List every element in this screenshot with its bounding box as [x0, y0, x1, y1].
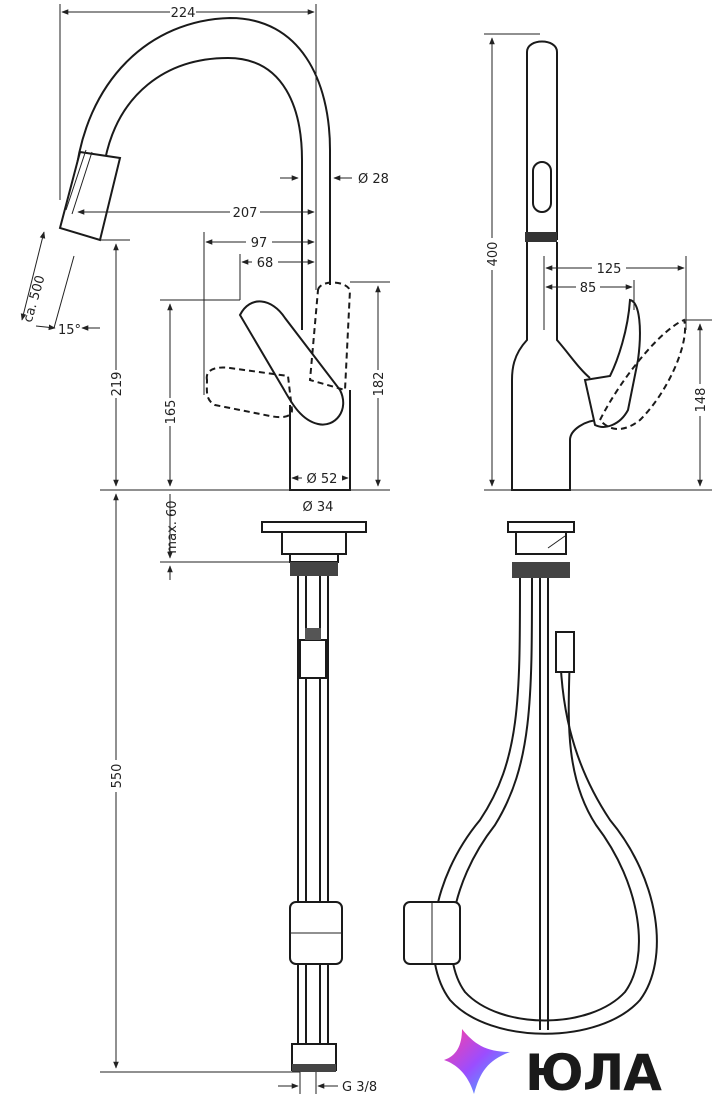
right-view-faucet	[403, 40, 687, 1035]
left-view-faucet	[58, 16, 367, 1072]
dim-diameter-52: Ø 52	[307, 472, 338, 487]
dim-165: 165	[164, 400, 179, 425]
dimension-labels: 224 Ø 28 207 97 68 ca. 500 15° 219 165 1…	[21, 4, 709, 1095]
dim-219: 219	[110, 372, 125, 397]
dim-550: 550	[110, 764, 125, 789]
dim-148: 148	[694, 388, 709, 413]
dim-125: 125	[597, 262, 622, 277]
dim-68: 68	[257, 256, 274, 271]
dim-diameter-34: Ø 34	[303, 500, 334, 515]
logo-text: ЮЛА	[525, 1044, 662, 1100]
dim-97: 97	[251, 236, 268, 251]
dim-224: 224	[171, 6, 196, 21]
dim-207: 207	[233, 206, 258, 221]
dimension-lines	[20, 4, 712, 1094]
yula-logo: ЮЛА	[444, 1029, 663, 1100]
dim-182: 182	[372, 372, 387, 397]
dim-max-60: max. 60	[165, 500, 180, 553]
dim-diameter-28: Ø 28	[358, 172, 389, 187]
dim-ca-500: ca. 500	[21, 274, 49, 324]
logo-star-icon	[444, 1029, 510, 1094]
dim-g-3-8: G 3/8	[342, 1080, 377, 1095]
dim-85: 85	[580, 281, 597, 296]
dim-400: 400	[486, 242, 501, 267]
dim-15-degrees: 15°	[58, 323, 81, 338]
